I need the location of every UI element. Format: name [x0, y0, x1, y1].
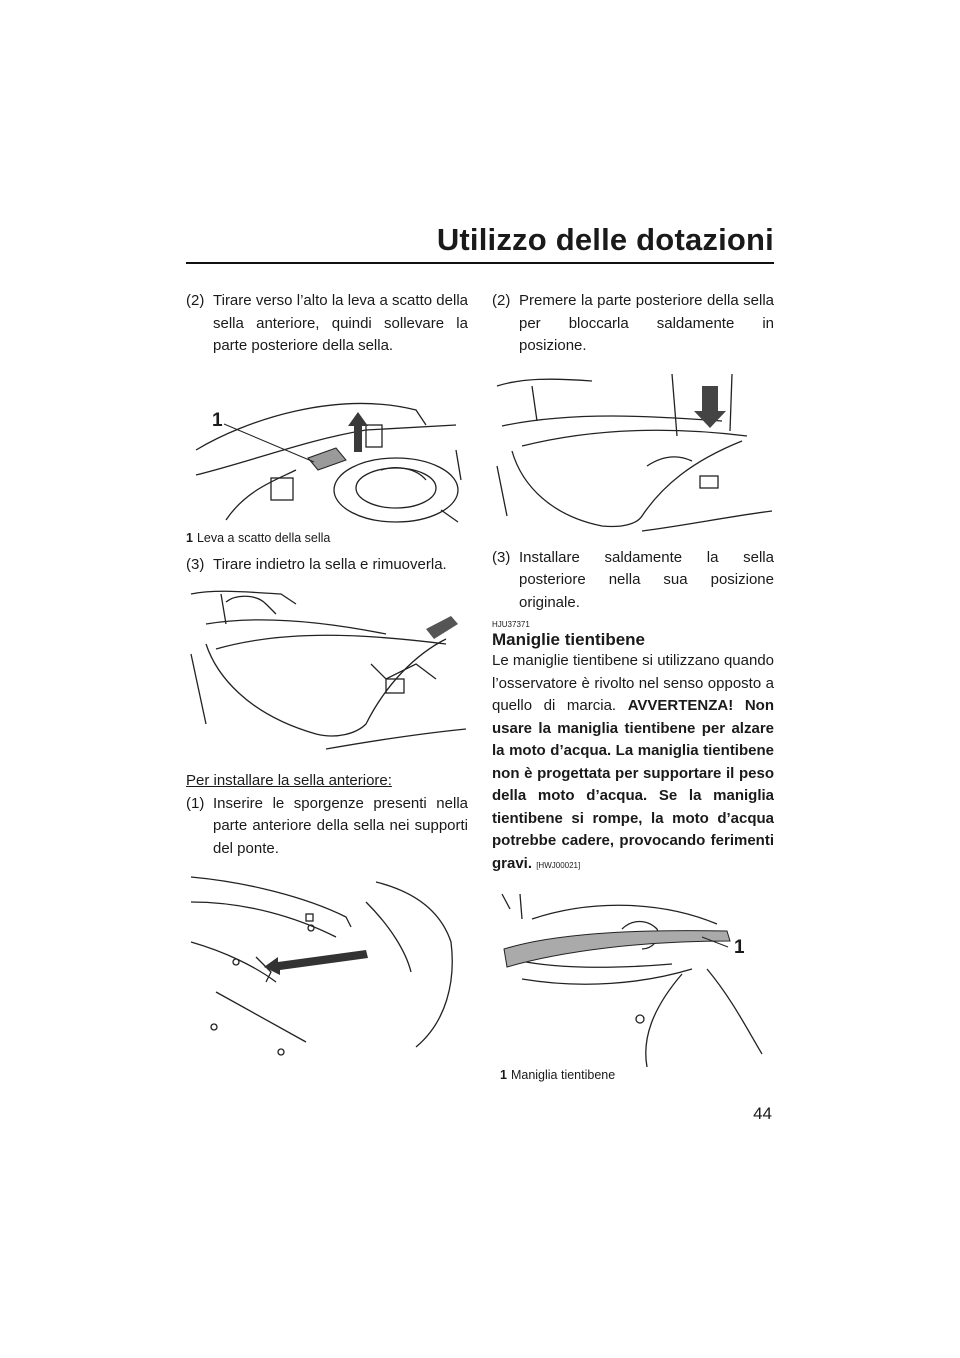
figure-insert-seat	[186, 872, 468, 1057]
step-number: (3)	[186, 555, 205, 573]
install-front-seat-heading: Per installare la sella anteriore:	[186, 772, 392, 789]
warning-text: AVVERTENZA! Non usare la maniglia tienti…	[492, 697, 774, 872]
step-2-lift-seat: (2) Tirare verso l’alto la leva a scatto…	[186, 290, 468, 358]
page-title: Utilizzo delle dotazioni	[436, 222, 774, 257]
step-text: Inserire le sporgenze presenti nella par…	[213, 794, 468, 857]
title-rule	[186, 262, 774, 264]
step-text: Premere la parte posteriore della sella …	[519, 292, 774, 354]
press-seat-illustration	[496, 373, 773, 532]
step-number: (2)	[492, 292, 511, 309]
step-number: (1)	[186, 794, 205, 812]
step-text: Installare saldamente la sella posterior…	[519, 548, 774, 611]
grab-handle-paragraph: Le maniglie tientibene si utilizzano qua…	[492, 650, 774, 877]
step-3-remove-seat: (3) Tirare indietro la sella e rimuoverl…	[186, 554, 468, 577]
step-number: (2)	[186, 292, 205, 309]
page-number: 44	[753, 1104, 772, 1123]
caption-text: Maniglia tientibene	[510, 1068, 616, 1082]
step-text: Tirare indietro la sella e rimuoverla.	[213, 555, 447, 573]
seat-lock-lever-illustration	[195, 402, 462, 523]
insert-seat-illustration	[190, 876, 453, 1056]
step-number: (3)	[492, 548, 511, 566]
warning-reference-code: [HWJ00021]	[536, 860, 581, 870]
step-text: Tirare verso l’alto la leva a scatto del…	[213, 292, 468, 354]
remove-seat-illustration	[190, 590, 467, 750]
step-3-install-rear-seat: (3) Installare saldamente la sella poste…	[492, 547, 774, 615]
caption-number: 1	[500, 1068, 507, 1082]
paragraph-text: Le maniglie tientibene si utilizzano qua…	[492, 652, 774, 714]
figure-remove-seat	[186, 584, 468, 764]
caption-number: 1	[186, 530, 193, 545]
section-reference-code: HJU37371	[492, 620, 530, 629]
step-2-press-seat: (2) Premere la parte posteriore della se…	[492, 290, 774, 358]
figure-press-seat	[492, 366, 774, 541]
grab-handle-illustration	[501, 893, 763, 1067]
step-1-insert-seat: (1) Inserire le sporgenze presenti nella…	[186, 793, 468, 861]
left-column: (2) Tirare verso l’alto la leva a scatto…	[186, 290, 468, 1057]
section-title: Maniglie tientibene	[492, 630, 646, 649]
right-column: (2) Premere la parte posteriore della se…	[492, 290, 774, 1083]
figure-callout-1: 1	[734, 937, 745, 958]
figure-callout-1: 1	[212, 409, 223, 431]
caption-text: Leva a scatto della sella	[196, 530, 331, 545]
